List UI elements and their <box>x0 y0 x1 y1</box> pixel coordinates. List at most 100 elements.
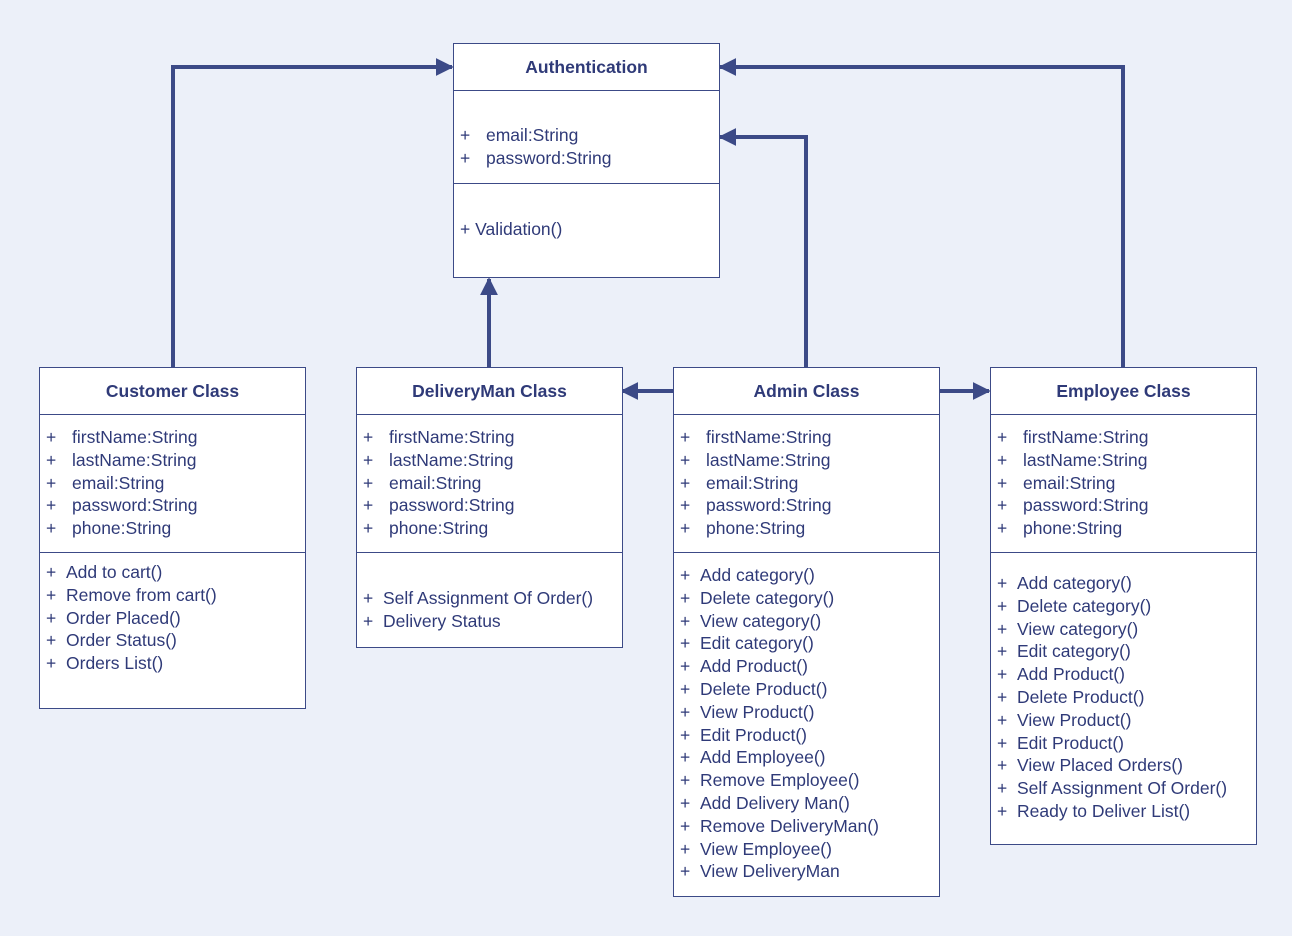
visibility-public-marker: + <box>997 573 1008 593</box>
method-item: +Remove DeliveryMan() <box>680 815 939 838</box>
visibility-public-marker: + <box>997 595 1008 616</box>
attribute-item: +email:String <box>363 472 622 495</box>
attribute-name: email:String <box>72 472 165 493</box>
method-item: + Validation() <box>460 218 719 241</box>
method-name: Self Assignment Of Order() <box>383 588 594 608</box>
method-name: Remove Employee() <box>700 770 860 791</box>
method-item: +Delivery Status <box>363 610 622 633</box>
visibility-public-marker: + <box>46 427 57 447</box>
employee-to-authentication-arrow <box>718 58 1125 368</box>
method-item: +Order Status() <box>46 629 305 652</box>
method-item: + Remove Employee() <box>680 769 939 792</box>
method-item: +Delete category() <box>997 595 1256 618</box>
attribute-item: +firstName:String <box>680 426 939 449</box>
visibility-public-marker: + <box>363 518 374 539</box>
authentication-methods: + Validation() <box>454 184 719 241</box>
deliveryman-methods: +Self Assignment Of Order()+Delivery Sta… <box>357 553 622 633</box>
method-item: + View Placed Orders() <box>997 754 1256 777</box>
attribute-name: phone:String <box>72 518 172 539</box>
visibility-public-marker: + <box>460 219 476 239</box>
attribute-name: firstName:String <box>389 427 515 447</box>
attribute-name: lastName:String <box>706 449 831 470</box>
method-name: Delivery Status <box>383 610 501 631</box>
method-item: +Self Assignment Of Order() <box>363 587 622 610</box>
method-name: Add category() <box>1017 573 1132 593</box>
attribute-item: +email:String <box>460 124 719 147</box>
attribute-item: + password:String <box>680 494 939 517</box>
method-name: Add Employee() <box>700 747 826 768</box>
visibility-public-marker: + <box>680 792 691 813</box>
visibility-public-marker: + <box>680 610 691 631</box>
visibility-public-marker: + <box>680 656 691 677</box>
visibility-public-marker: + <box>680 815 691 836</box>
method-name: Remove from cart() <box>66 584 217 605</box>
method-name: View category() <box>1017 618 1139 639</box>
customer-to-authentication-arrow <box>171 58 454 368</box>
visibility-public-marker: + <box>46 584 57 605</box>
visibility-public-marker: + <box>46 472 57 493</box>
method-item: +Delete category() <box>680 587 939 610</box>
attribute-item: + email:String <box>46 472 305 495</box>
method-item: + Add Product() <box>680 655 939 678</box>
attribute-name: email:String <box>706 472 799 493</box>
method-name: Add Product() <box>1017 664 1125 685</box>
method-item: + Edit Product() <box>997 732 1256 755</box>
method-item: +Add Employee() <box>680 746 939 769</box>
attribute-name: phone:String <box>1023 518 1123 539</box>
visibility-public-marker: + <box>997 800 1008 821</box>
visibility-public-marker: + <box>997 686 1008 707</box>
visibility-public-marker: + <box>680 495 691 516</box>
authentication-attributes: +email:String+password:String <box>454 91 719 184</box>
method-name: View DeliveryMan <box>700 861 840 882</box>
attribute-item: +password:String <box>363 494 622 517</box>
method-name: Delete category() <box>700 587 835 608</box>
attribute-item: +password:String <box>46 494 305 517</box>
visibility-public-marker: + <box>460 147 471 168</box>
method-name: View Placed Orders() <box>1017 755 1183 776</box>
attribute-name: password:String <box>72 495 198 516</box>
visibility-public-marker: + <box>997 732 1008 753</box>
visibility-public-marker: + <box>680 518 691 539</box>
method-name: Edit Product() <box>1017 732 1124 753</box>
method-item: + Add Product() <box>997 663 1256 686</box>
method-item: +Add Delivery Man() <box>680 792 939 815</box>
attribute-item: +firstName:String <box>363 426 622 449</box>
method-item: + Add category() <box>997 572 1256 595</box>
method-name: Validation() <box>475 219 563 239</box>
attribute-item: +lastName:String <box>46 449 305 472</box>
visibility-public-marker: + <box>363 495 374 516</box>
method-item: +Edit category() <box>680 632 939 655</box>
visibility-public-marker: + <box>680 770 691 791</box>
attribute-item: +lastName:String <box>363 449 622 472</box>
method-name: View Employee() <box>700 838 832 859</box>
method-item: +Edit category() <box>997 640 1256 663</box>
attribute-name: lastName:String <box>389 449 514 470</box>
visibility-public-marker: + <box>997 495 1008 516</box>
method-name: Add Product() <box>700 656 808 677</box>
method-item: + Delete Product() <box>997 686 1256 709</box>
admin-attributes: +firstName:String+lastName:String+email:… <box>674 415 939 553</box>
admin-methods: +Add category()+Delete category()+View c… <box>674 553 939 883</box>
attribute-name: lastName:String <box>1023 449 1148 470</box>
visibility-public-marker: + <box>997 472 1008 493</box>
admin-to-authentication-arrow <box>718 128 808 368</box>
method-name: Order Placed() <box>66 607 181 628</box>
method-item: + Ready to Deliver List() <box>997 800 1256 823</box>
method-name: View category() <box>700 610 822 631</box>
method-item: +View DeliveryMan <box>680 860 939 883</box>
attribute-name: password:String <box>706 495 832 516</box>
employee-class-title: Employee Class <box>991 368 1256 415</box>
attribute-item: +password:String <box>997 494 1256 517</box>
visibility-public-marker: + <box>680 838 691 859</box>
visibility-public-marker: + <box>997 664 1008 685</box>
visibility-public-marker: + <box>46 562 57 582</box>
visibility-public-marker: + <box>997 518 1008 539</box>
attribute-item: +phone:String <box>46 517 305 540</box>
visibility-public-marker: + <box>680 678 691 699</box>
customer-class-title: Customer Class <box>40 368 305 415</box>
method-name: Ready to Deliver List() <box>1017 800 1191 821</box>
visibility-public-marker: + <box>46 449 57 470</box>
visibility-public-marker: + <box>997 755 1008 776</box>
attribute-item: +lastName:String <box>680 449 939 472</box>
method-name: Delete Product() <box>1017 686 1145 707</box>
